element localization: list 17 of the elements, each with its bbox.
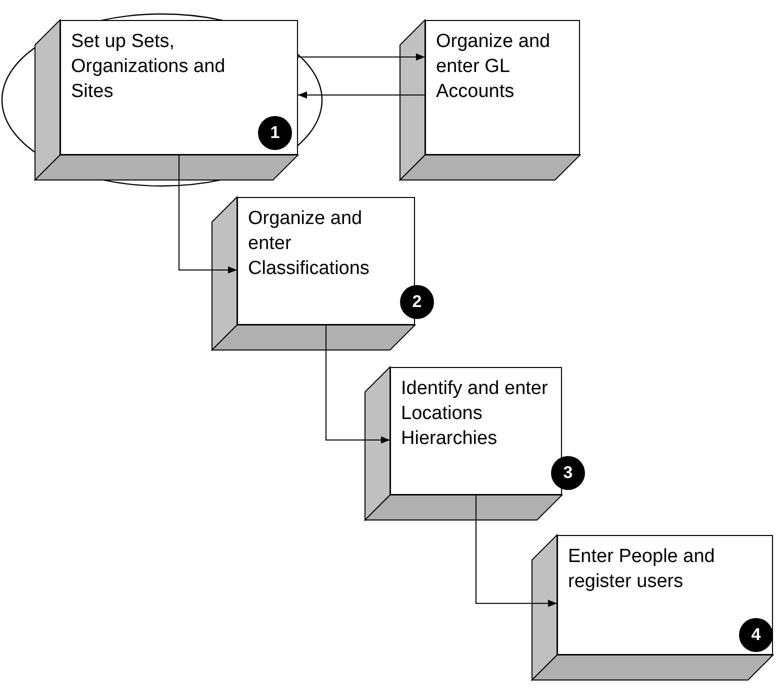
connector-arrow	[326, 324, 390, 444]
step-text: Organize and enter Classifications	[248, 207, 370, 281]
step-number: 2	[400, 285, 434, 319]
process-box	[425, 20, 580, 155]
step-number: 3	[551, 456, 585, 490]
step-number: 1	[258, 116, 292, 150]
step-number: 4	[739, 618, 773, 652]
connector-arrow	[298, 53, 426, 61]
process-box	[557, 535, 773, 655]
step-text: Organize and enter GL Accounts	[436, 30, 552, 104]
connector-arrow	[178, 154, 238, 274]
connector-arrow	[298, 91, 426, 99]
step-text: Identify and enter Locations Hierarchies	[401, 377, 549, 451]
connector-arrow	[476, 494, 558, 607]
step-text: Set up Sets, Organizations and Sites	[71, 30, 226, 104]
step-text: Enter People and register users	[568, 545, 716, 594]
process-box	[60, 20, 298, 155]
